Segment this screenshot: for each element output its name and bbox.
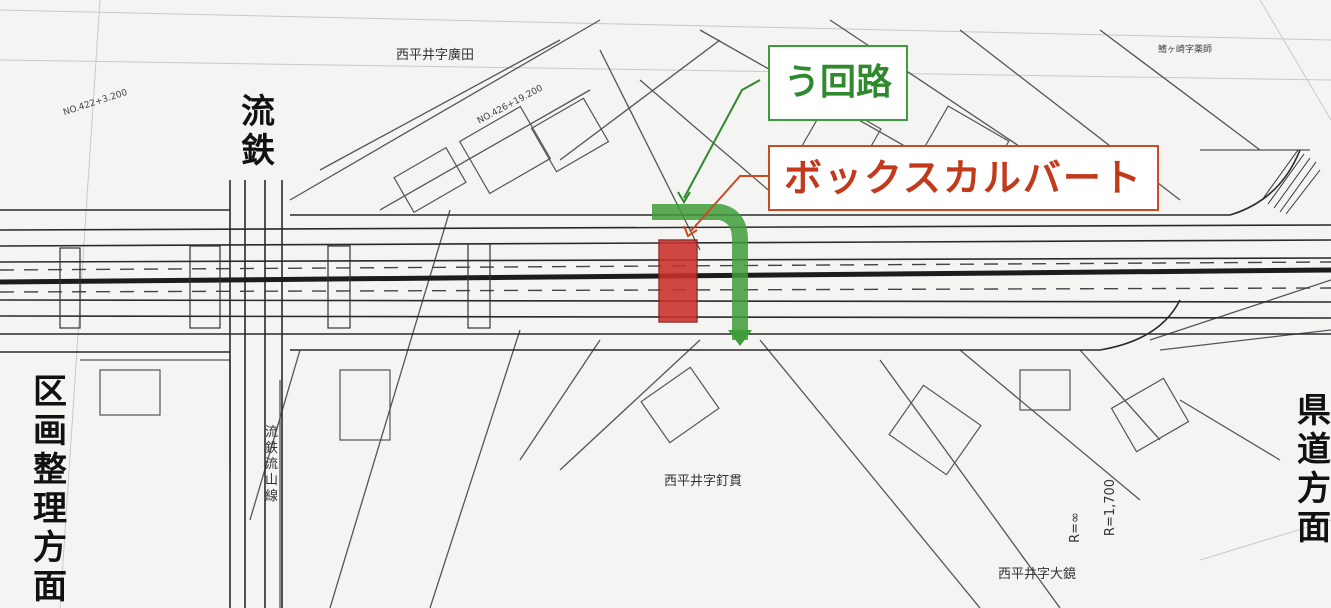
detour-leader — [683, 79, 761, 199]
lane-markings — [0, 261, 1331, 293]
detour-leader-arrow — [677, 191, 691, 204]
label-kukaku-direction: 区画整理方面 — [33, 372, 67, 607]
crossing-structures — [59, 243, 491, 329]
detour-route — [652, 204, 748, 340]
label-ryutetsu-line: 流鉄流山線 — [265, 425, 279, 504]
label-ryutetsu: 流鉄 — [241, 92, 275, 171]
label-hirai-okagami: 西平井字大鏡 — [998, 567, 1077, 582]
detour-arrowhead — [728, 330, 752, 346]
label-hirai-kugi: 西平井字釘貫 — [664, 474, 743, 489]
detour-callout: う回路 — [768, 45, 909, 121]
label-hirai-koroda: 西平井字廣田 — [396, 48, 475, 63]
box-culvert-callout: ボックスカルバート — [768, 145, 1159, 211]
culvert-leader-arrow — [683, 225, 698, 238]
hatched-area — [1261, 149, 1321, 215]
label-kendo-direction: 県道方面 — [1297, 391, 1331, 548]
culvert-leader — [689, 175, 768, 233]
buildings — [99, 97, 1190, 476]
box-culvert — [658, 239, 698, 323]
label-top-right-area: 鰭ヶ崎字薬師 — [1158, 45, 1213, 55]
curve-r-1700: R=1,700 — [1103, 478, 1119, 537]
curve-r-infinity: R=∞ — [1067, 512, 1083, 543]
